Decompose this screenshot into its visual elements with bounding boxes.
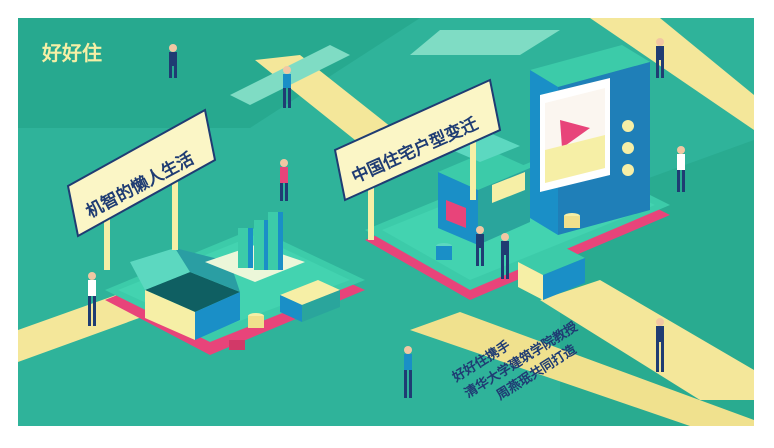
bar-chart-sculpture	[205, 212, 305, 282]
chart-bar	[238, 228, 248, 268]
open-box	[130, 248, 240, 340]
person-figure	[169, 44, 177, 78]
cylinder-body	[436, 246, 452, 260]
road-bottom	[410, 312, 754, 426]
house-window	[446, 200, 466, 228]
ground-patch	[18, 18, 420, 128]
road-right	[540, 280, 754, 400]
chart-bar-side	[248, 228, 253, 268]
person-figure	[501, 233, 509, 279]
cylinder-body	[564, 216, 580, 228]
sign-board	[333, 78, 502, 202]
play-icon	[560, 120, 590, 148]
sign-board	[66, 108, 217, 238]
block-front	[280, 295, 302, 322]
person-figure	[656, 318, 664, 372]
person-figure	[280, 159, 288, 201]
brand-logo: 好好住	[41, 41, 102, 65]
chart-bar-side	[264, 220, 269, 270]
screen-bar	[545, 135, 605, 183]
box-top-opening	[145, 272, 240, 312]
left-blocks	[229, 280, 340, 350]
cylinder-body	[248, 316, 264, 328]
screen-dot	[622, 120, 634, 132]
sign-post	[172, 180, 178, 250]
sign-post	[104, 200, 110, 270]
box-front	[145, 290, 195, 340]
block-front	[518, 262, 543, 300]
path-highlight	[410, 30, 560, 55]
block-top	[518, 245, 585, 275]
small-house	[438, 134, 530, 245]
chart-bar-side	[278, 212, 283, 270]
video-screen	[530, 45, 650, 235]
person-figure	[88, 272, 96, 326]
block-top	[280, 280, 340, 305]
house-chimney	[452, 134, 520, 162]
screen-dot	[622, 142, 634, 154]
person-figure	[283, 66, 291, 108]
box-side	[195, 292, 240, 340]
screen-top	[530, 45, 650, 87]
block-side	[302, 290, 340, 322]
sign-post	[470, 140, 476, 200]
box-flap	[175, 248, 240, 292]
screen-dot	[622, 164, 634, 176]
house-stripe	[492, 172, 525, 203]
cylinder-body	[229, 340, 245, 350]
house-roof	[438, 150, 530, 190]
road-top	[590, 18, 754, 130]
box-flap	[130, 248, 190, 290]
block-side	[543, 258, 585, 300]
right-blocks	[436, 213, 585, 300]
chart-bar	[268, 212, 278, 270]
person-figure	[404, 346, 412, 398]
person-figure	[656, 38, 664, 78]
sign-post	[368, 180, 374, 240]
chart-bar	[254, 220, 264, 270]
person-figure	[677, 146, 685, 192]
person-figure	[476, 226, 484, 266]
